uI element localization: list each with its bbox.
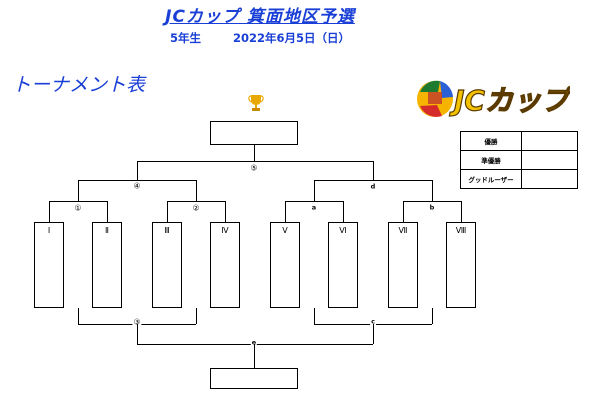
team-box-6: Ⅵ <box>328 222 358 308</box>
bracket-line <box>403 201 461 202</box>
match-label-e: e <box>250 338 258 348</box>
bracket-line <box>343 201 344 222</box>
team-box-1: Ⅰ <box>34 222 64 308</box>
bracket-line <box>285 201 343 202</box>
bracket-line <box>78 180 196 181</box>
losers-final-box <box>210 368 298 389</box>
logo-text: JCカップ <box>449 84 570 117</box>
bracket-line <box>49 201 50 222</box>
section-title: トーナメント表 <box>12 74 146 96</box>
team-box-8: Ⅷ <box>446 222 476 308</box>
bracket-line <box>167 201 168 222</box>
champion-box <box>210 121 298 145</box>
table-row: グッドルーザー <box>460 169 578 189</box>
team-label: Ⅷ <box>455 226 467 235</box>
match-label-3: ③ <box>132 317 142 327</box>
result-value <box>521 131 578 151</box>
match-label-4: ④ <box>132 181 142 191</box>
bracket-line <box>314 308 315 324</box>
bracket-line <box>254 344 255 368</box>
bracket-line <box>432 180 433 201</box>
trophy-icon <box>248 95 264 111</box>
bracket-line <box>314 180 432 181</box>
bracket-line <box>373 161 374 180</box>
bracket-line <box>78 180 79 201</box>
bracket-line <box>137 161 373 162</box>
bracket-line <box>196 180 197 201</box>
bracket-line <box>314 180 315 201</box>
bracket-line <box>78 308 79 324</box>
team-label: Ⅱ <box>105 226 109 235</box>
team-box-4: Ⅳ <box>210 222 240 308</box>
result-value <box>521 169 578 189</box>
team-box-5: Ⅴ <box>270 222 300 308</box>
table-row: 優勝 <box>460 131 578 151</box>
bracket-line <box>49 201 107 202</box>
bracket-line <box>137 161 138 180</box>
team-label: Ⅰ <box>47 226 51 235</box>
result-label: グッドルーザー <box>460 169 522 189</box>
match-label-1: ① <box>73 203 83 213</box>
bracket-line <box>254 145 255 161</box>
date-label: 2022年6月5日（日） <box>233 31 351 45</box>
result-label: 優勝 <box>460 131 522 151</box>
team-label: Ⅶ <box>398 226 408 235</box>
bracket-line <box>107 201 108 222</box>
bracket-line <box>137 324 138 344</box>
jc-cup-logo: JCカップ <box>417 80 570 118</box>
ball-icon <box>417 80 453 117</box>
page-title: JCカップ 箕面地区予選 <box>165 7 355 27</box>
match-label-c: c <box>370 317 376 327</box>
team-box-7: Ⅶ <box>388 222 418 308</box>
results-table: 優勝 準優勝 グッドルーザー <box>460 131 578 189</box>
team-label: Ⅳ <box>221 226 229 235</box>
team-label: Ⅴ <box>282 226 288 235</box>
match-label-5: ⑤ <box>249 163 259 173</box>
match-label-a: a <box>310 203 318 213</box>
match-label-2: ② <box>191 203 201 213</box>
result-value <box>521 150 578 170</box>
bracket-line <box>373 324 374 344</box>
team-label: Ⅵ <box>339 226 347 235</box>
grade-label: 5年生 <box>169 31 201 45</box>
bracket-line <box>432 308 433 324</box>
subtitle: 5年生 2022年6月5日（日） <box>0 30 520 46</box>
match-label-d: d <box>369 182 377 192</box>
bracket-line <box>225 201 226 222</box>
bracket-line <box>461 201 462 222</box>
match-label-b: b <box>428 203 436 213</box>
team-box-2: Ⅱ <box>92 222 122 308</box>
bracket-line <box>403 201 404 222</box>
bracket-line <box>196 308 197 324</box>
bracket-line <box>167 201 225 202</box>
bracket-line <box>285 201 286 222</box>
result-label: 準優勝 <box>460 150 522 170</box>
table-row: 準優勝 <box>460 150 578 170</box>
team-label: Ⅲ <box>164 226 170 235</box>
team-box-3: Ⅲ <box>152 222 182 308</box>
